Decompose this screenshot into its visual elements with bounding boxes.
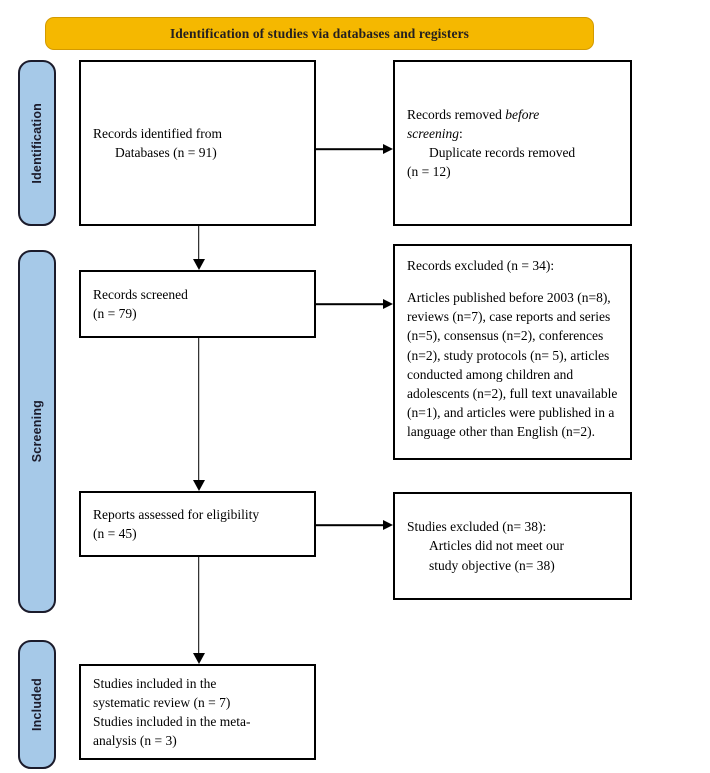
box-studies-included: Studies included in the systematic revie… [79,664,316,760]
studies-excluded-line-1: Studies excluded (n= 38): [407,519,547,535]
stage-tab-identification-label: Identification [30,102,44,184]
records-identified-line-2: Databases (n = 91) [115,145,217,160]
arrow-head-icon [192,259,205,270]
studies-included-line-3: Studies included in the meta- [93,714,251,729]
arrow-screened-to-excluded [316,298,393,310]
records-removed-line-3: Duplicate records removed [429,145,576,160]
studies-included-line-2: systematic review (n = 7) [93,694,231,710]
studies-excluded-line-2: Articles did not meet our [429,538,564,554]
arrow-identified-to-removed [316,143,393,155]
arrow-head-icon [383,144,393,154]
arrow-head-icon [192,480,205,491]
reports-assessed-line-2: (n = 45) [93,526,137,541]
arrow-shaft [197,226,200,262]
arrow-shaft [316,303,386,305]
arrow-shaft [316,148,386,150]
arrow-assessed-to-included [192,557,205,664]
arrow-shaft [197,338,200,483]
box-records-identified: Records identified from Databases (n = 9… [79,60,316,226]
box-records-removed-before-screening: Records removed before screening: Duplic… [393,60,632,226]
records-excluded-heading: Records excluded (n = 34): [407,258,555,273]
banner-identification-header: Identification of studies via databases … [45,17,594,50]
box-reports-assessed-for-eligibility: Reports assessed for eligibility (n = 45… [79,491,316,557]
records-removed-text-screening: screening [407,125,459,141]
records-removed-text-colon: : [458,125,463,141]
records-excluded-body: Articles published before 2003 (n=8), re… [407,290,618,440]
stage-tab-screening: Screening [18,250,56,613]
arrow-head-icon [192,653,205,664]
arrow-assessed-to-studies-excluded [316,519,393,531]
records-removed-line-4: (n = 12) [407,164,451,180]
records-screened-line-1: Records screened [93,286,188,302]
records-identified-line-1: Records identified from [93,125,222,141]
stage-tab-included: Included [18,640,56,769]
records-removed-text-a: Records removed [407,106,506,122]
arrow-head-icon [383,520,393,530]
records-screened-line-2: (n = 79) [93,306,137,321]
records-removed-line-1: Records removed before [407,105,618,124]
stage-tab-identification: Identification [18,60,56,226]
studies-included-line-4: analysis (n = 3) [93,733,177,749]
studies-excluded-line-3: study objective (n= 38) [429,557,555,573]
arrow-screened-to-assessed [192,338,205,491]
box-records-screened: Records screened (n = 79) [79,270,316,338]
stage-tab-screening-label: Screening [30,400,44,463]
arrow-shaft [197,557,200,656]
studies-included-line-1: Studies included in the [93,675,217,691]
banner-title: Identification of studies via databases … [169,25,470,41]
records-removed-line-2: screening: [407,124,618,143]
box-studies-excluded: Studies excluded (n= 38): Articles did n… [393,492,632,600]
arrow-head-icon [383,299,393,309]
box-records-excluded: Records excluded (n = 34): Articles publ… [393,244,632,460]
records-removed-text-before: before [505,106,540,122]
arrow-shaft [316,524,386,526]
stage-tab-included-label: Included [30,678,44,731]
reports-assessed-line-1: Reports assessed for eligibility [93,506,260,522]
arrow-identified-to-screened [192,226,205,270]
